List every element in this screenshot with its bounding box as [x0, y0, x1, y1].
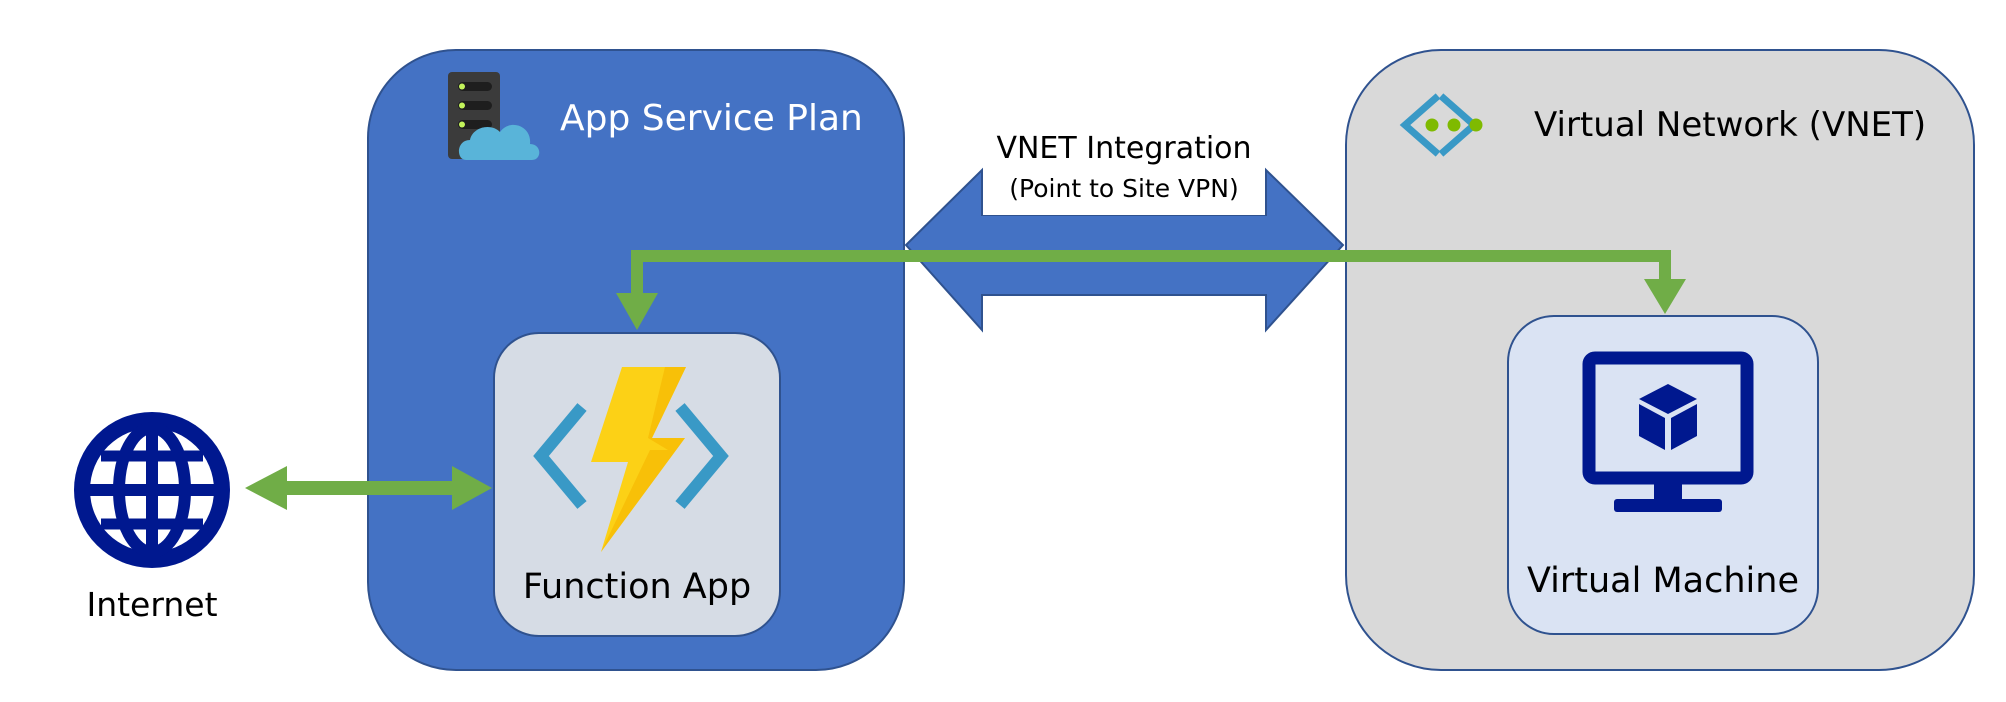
virtual-machine-label: Virtual Machine [1527, 561, 1799, 601]
function-to-vm-connector [616, 250, 1686, 330]
globe-icon [74, 412, 230, 568]
app-service-plan-label: App Service Plan [560, 98, 863, 139]
arrowhead-to-virtual-machine [1644, 279, 1686, 314]
vnet-integration-label-box [983, 120, 1265, 215]
virtual-machine-icon [1582, 351, 1754, 512]
virtual-network-label: Virtual Network (VNET) [1534, 105, 1926, 145]
arrowhead-to-function-app [616, 293, 658, 330]
vnet-icon [1399, 93, 1483, 157]
app-service-plan-icon [448, 72, 540, 160]
arrowhead-to-internet [245, 466, 287, 510]
vnet-integration-subtitle: (Point to Site VPN) [1009, 174, 1238, 203]
internet-to-function-connector [245, 466, 492, 510]
arrowhead-to-function-app-left [452, 466, 492, 510]
function-app-label: Function App [523, 567, 751, 607]
azure-function-icon [533, 367, 729, 552]
internet-label: Internet [86, 585, 217, 624]
vnet-integration-title: VNET Integration [996, 131, 1251, 166]
